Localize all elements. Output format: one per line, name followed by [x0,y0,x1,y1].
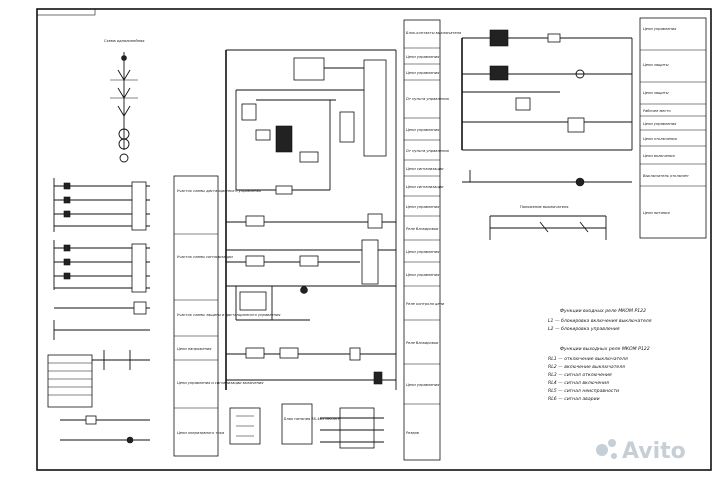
right-label-9: Цепи питания [643,211,670,215]
center-label-11: Цепи управления [406,250,440,254]
center-label-13: Реле контроля цепи [406,302,445,306]
center-label-3: Цепи управления [406,71,440,75]
notes-title-1: Функции входных реле МКОМ Р122 [560,308,646,314]
center-label-5: Цепи управления [406,128,440,132]
notes-rl3: RL3 — сигнал отключения [548,372,612,378]
left-label-2: Участок схемы сигнализации [177,255,233,259]
drawing-frame [36,8,712,471]
center-label-6: От пульта управления [406,149,450,153]
center-label-column: Блок-контакты выключателя Цепи управлени… [403,19,462,461]
left-label-4: Цепи напряжения [177,347,212,351]
notes-rl5: RL5 — сигнал неисправности [548,388,619,394]
left-label-1: Участок схемы дистанционного управления [177,189,262,193]
right-label-column: Цепи управления Цепи защиты Цепи защиты … [639,17,707,239]
single-line-diagram: Схема однолинейная [104,39,144,163]
notes-rl6: RL6 — сигнал аварии [548,396,600,402]
center-label-7: Цепи сигнализации [406,167,444,171]
notes-title-2: Функции выходных реле МКОМ Р122 [560,346,650,352]
center-label-1: Блок-контакты выключателя [406,31,462,35]
avito-watermark: Avito [596,439,686,464]
notes-l1: L1 — блокировка включения выключателя [548,318,652,324]
center-label-4: От пульта управления [406,97,450,101]
right-label-7: Цепи включения [643,154,675,158]
center-label-2: Цепи управления [406,55,440,59]
center-label-14: Реле блокировки [406,341,439,345]
notes-rl4: RL4 — сигнал включения [548,380,609,386]
bottom-modules: Блок питания RS-485 МКОМ Р122 [229,403,384,449]
center-label-16: Резерв [406,431,419,435]
left-label-3: Участок схемы защиты и дистанционного уп… [177,313,281,317]
svg-text:Схема однолинейная: Схема однолинейная [104,39,144,43]
right-label-5: Цепи управления [643,122,677,126]
left-label-column: Участок схемы дистанционного управления … [173,175,281,457]
right-label-6: Цепи отключения [643,137,678,141]
right-label-2: Цепи защиты [643,63,669,67]
position-diagram: Положение выключателя [489,205,607,240]
notes-l2: L2 — блокировка управления [548,326,620,332]
left-circuits [47,178,150,444]
center-label-12: Цепи управления [406,273,440,277]
right-label-1: Цепи управления [643,27,677,31]
position-diagram-title: Положение выключателя [520,205,568,209]
notes-rl2: RL2 — включение выключателя [548,364,625,370]
left-label-6: Цепи оперативного тока [177,431,224,435]
right-label-8: Выключатель отключен [643,174,689,178]
right-circuits [461,29,633,187]
watermark-text: Avito [622,439,686,464]
left-label-5: Цепи управления и сигнализации включения [177,381,264,385]
center-circuits [225,49,397,390]
module-box [281,403,313,445]
right-label-3: Цепи защиты [643,91,669,95]
center-label-8: Цепи сигнализации [406,185,444,189]
center-label-10: Реле блокировки [406,227,439,231]
center-label-9: Цепи управления [406,205,440,209]
notes-rl1: RL1 — отключение выключателя [548,356,628,362]
center-label-15: Цепи управления [406,383,440,387]
module-caption: Блок питания RS-485 МКОМ Р122 [284,417,347,421]
right-label-4: Рабочее место [643,109,671,113]
notes-block: Функции входных реле МКОМ Р122 L1 — блок… [548,308,652,402]
